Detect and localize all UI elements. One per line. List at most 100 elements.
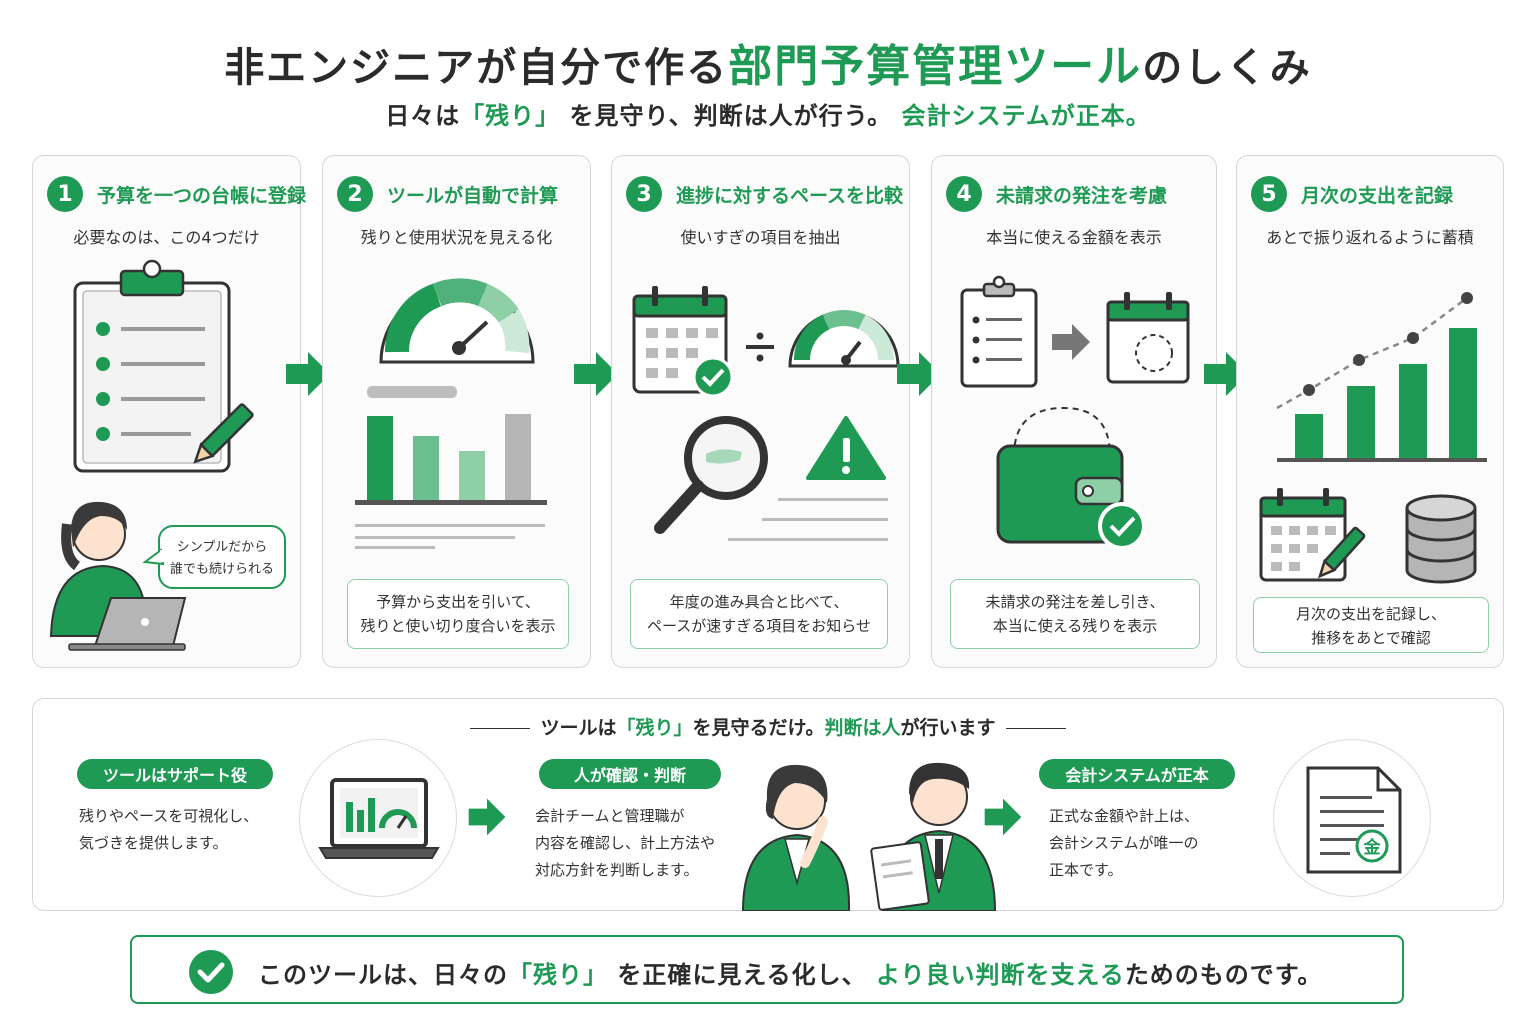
summary-text: このツールは、日々の「残り」 を正確に見える化し、 より良い判断を支えるためのも… <box>258 955 1322 990</box>
laptop-circle <box>299 739 457 897</box>
step-subtitle: 残りと使用状況を見える化 <box>360 228 553 247</box>
caption-line-2: 推移をあとで確認 <box>1311 629 1431 647</box>
heading-post: が行います <box>900 717 996 739</box>
arrow-right-gray-icon <box>1052 324 1090 360</box>
step-number: 5 <box>1251 176 1287 212</box>
subtitle-highlight: 会計システムが正本。 <box>901 102 1151 130</box>
step-subtitle: 必要なのは、この4つだけ <box>73 228 260 247</box>
laptop-chart-icon <box>318 778 440 859</box>
heading-mid: を見守るだけ。 <box>692 717 825 739</box>
caption-line-1: 未請求の発注を差し引き、 <box>985 593 1165 611</box>
summary-mid: を正確に見える化し、 <box>617 961 867 989</box>
pace-compare-illustration <box>632 286 900 541</box>
step-number: 1 <box>47 176 83 212</box>
role-text-human: 会計チームと管理職が 内容を確認し、計上方法や 対応方針を判断します。 <box>535 807 716 879</box>
bubble-line-1: シンプルだから <box>177 540 268 555</box>
step-title: 予算を一つの台帳に登録 <box>97 184 307 207</box>
subtitle-quote: 「残り」 <box>460 102 561 130</box>
step-title: ツールが自動で計算 <box>387 184 559 207</box>
people-reviewing-icon <box>741 762 997 911</box>
step-subtitle: 使いすぎの項目を抽出 <box>680 228 841 247</box>
warning-icon <box>806 416 886 480</box>
role-badge-accounting: 会計システムが正本 <box>1039 759 1235 789</box>
page-subtitle: 日々は「残り」 を見守り、判断は人が行う。 会計システムが正本。 <box>0 96 1536 131</box>
step-title: 進捗に対するペースを比較 <box>676 184 904 207</box>
page-title: 非エンジニアが自分で作る部門予算管理ツールのしくみ <box>0 30 1536 94</box>
summary-post: ためのものです。 <box>1124 961 1323 989</box>
heading-pre: ツールは <box>540 717 617 739</box>
arrow-right-icon <box>984 798 1022 836</box>
divide-icon <box>746 332 774 362</box>
heading-highlight: 判断は人 <box>824 717 901 739</box>
step-title: 未請求の発注を考慮 <box>996 184 1168 207</box>
subtitle-mid: を見守り、判断は人が行う。 <box>569 102 893 130</box>
official-document-icon: 金 <box>1306 766 1402 874</box>
pencil-icon <box>1317 526 1366 579</box>
summary-banner: このツールは、日々の「残り」 を正確に見える化し、 より良い判断を支えるためのも… <box>130 935 1404 1004</box>
summary-pre: このツールは、日々の <box>258 961 508 989</box>
summary-quote: 「残り」 <box>508 961 608 989</box>
calendar-check-icon <box>632 286 734 398</box>
pencil-icon <box>193 403 254 464</box>
database-icon <box>1405 494 1477 584</box>
step-card-2: 2 ツールが自動で計算 残りと使用状況を見える化 予算から支出を引いて、 残りと… <box>322 155 591 668</box>
title-highlight: 部門予算管理ツール <box>728 41 1143 92</box>
stamp-character: 金 <box>1363 837 1382 858</box>
step-subtitle: 本当に使える金額を表示 <box>986 228 1162 247</box>
clipboard-icon <box>960 275 1038 388</box>
monthly-trend-illustration <box>1259 292 1487 584</box>
clipboard-illustration: シンプルだから 誰でも続けられる <box>49 259 286 651</box>
step-caption: 未請求の発注を差し引き、 本当に使える残りを表示 <box>950 579 1200 649</box>
arrow-right-icon <box>574 352 618 396</box>
heading-quote: 「残り」 <box>616 717 693 739</box>
caption-line-2: ペースが速すぎる項目をお知らせ <box>647 617 871 635</box>
person-with-laptop-icon <box>49 501 187 651</box>
document-circle: 金 <box>1273 739 1431 897</box>
clipboard-icon <box>73 259 231 473</box>
bubble-line-2: 誰でも続けられる <box>170 561 274 577</box>
step-card-4: 4 未請求の発注を考慮 本当に使える金額を表示 <box>931 155 1217 668</box>
gauge-icon <box>379 278 535 364</box>
calendar-empty-icon <box>1106 292 1190 384</box>
magnifier-icon <box>654 416 768 534</box>
step-subtitle: あとで振り返れるように蓄積 <box>1266 228 1474 247</box>
wallet-check-icon <box>996 406 1146 550</box>
title-post: のしくみ <box>1142 45 1312 91</box>
summary-highlight: より良い判断を支える <box>876 961 1125 989</box>
trend-bar-chart-icon <box>1276 292 1487 462</box>
role-text-accounting: 正式な金額や計上は、 会計システムが唯一の 正本です。 <box>1049 807 1200 879</box>
bar-chart-icon <box>355 386 547 549</box>
step-caption: 年度の進み具合と比べて、 ペースが速すぎる項目をお知らせ <box>630 579 888 649</box>
gauge-and-bar-illustration <box>355 278 547 549</box>
caption-line-1: 月次の支出を記録し、 <box>1295 605 1446 623</box>
caption-line-2: 本当に使える残りを表示 <box>992 617 1158 635</box>
speech-bubble: シンプルだから 誰でも続けられる <box>142 525 286 589</box>
step-number: 3 <box>626 176 662 212</box>
check-circle-icon <box>189 950 233 994</box>
step-number: 2 <box>337 176 373 212</box>
caption-line-1: 予算から支出を引いて、 <box>376 593 540 611</box>
step-card-3: 3 進捗に対するペースを比較 使いすぎの項目を抽出 <box>611 155 910 668</box>
subtitle-pre: 日々は <box>385 102 461 130</box>
arrow-right-icon <box>286 352 330 396</box>
step-card-1: 1 予算を一つの台帳に登録 必要なのは、この4つだけ <box>32 155 306 668</box>
role-text-support: 残りやペースを可視化し、 気づきを提供します。 <box>79 807 259 852</box>
pending-orders-illustration <box>960 275 1190 550</box>
step-title: 月次の支出を記録 <box>1301 184 1454 207</box>
step-caption: 予算から支出を引いて、 残りと使い切り度合いを表示 <box>347 579 569 649</box>
step-header: 1 予算を一つの台帳に登録 <box>47 176 306 212</box>
arrow-right-icon <box>897 352 941 396</box>
role-badge-support: ツールはサポート役 <box>77 759 273 789</box>
caption-line-2: 残りと使い切り度合いを表示 <box>360 617 556 635</box>
step-caption: 月次の支出を記録し、 推移をあとで確認 <box>1253 597 1489 653</box>
step-header: 4 未請求の発注を考慮 <box>946 176 1167 212</box>
roles-heading: ツールは「残り」を見守るだけ。判断は人が行います <box>33 713 1503 740</box>
step-header: 2 ツールが自動で計算 <box>337 176 558 212</box>
arrow-right-icon <box>468 798 506 836</box>
caption-line-1: 年度の進み具合と比べて、 <box>669 593 849 611</box>
step-header: 3 進捗に対するペースを比較 <box>626 176 903 212</box>
step-header: 5 月次の支出を記録 <box>1251 176 1453 212</box>
title-pre: 非エンジニアが自分で作る <box>224 45 729 91</box>
woman-figure <box>741 764 851 911</box>
roles-panel: ツールは「残り」を見守るだけ。判断は人が行います ツールはサポート役 残りやペー… <box>32 698 1504 911</box>
